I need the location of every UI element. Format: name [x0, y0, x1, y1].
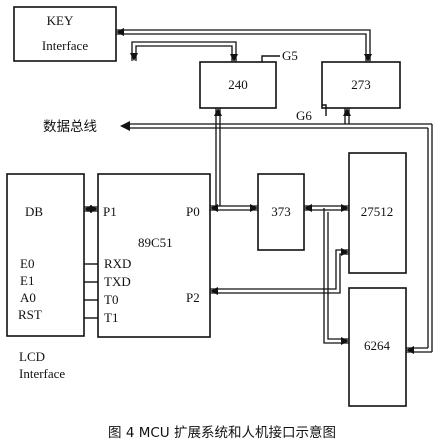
lcd-pin-a0: A0 — [20, 290, 36, 305]
arrow-27512-p2 — [341, 248, 349, 256]
g5-label: G5 — [282, 48, 298, 63]
lcd-pin-db: DB — [25, 204, 43, 219]
chip-27512-label: 27512 — [361, 204, 394, 219]
lcd-pin-e1: E1 — [20, 273, 34, 288]
arrow-240-top — [230, 54, 238, 62]
mcu-port-p1: P1 — [103, 204, 117, 219]
arrow-273-bottom — [343, 108, 351, 116]
chip-373-box — [257, 173, 305, 251]
bus-373-6264-outer — [323, 208, 349, 344]
chip-6264-label: 6264 — [364, 338, 391, 353]
chip-273-label: 273 — [351, 77, 371, 92]
g6-line — [322, 104, 327, 116]
data-bus-label: 数据总线 — [43, 119, 97, 135]
arrow-p2 — [210, 287, 218, 295]
arrow-373-right — [304, 204, 312, 212]
chip-373-label: 373 — [271, 204, 291, 219]
mcu-89c51-box — [97, 173, 211, 338]
arrow-p0 — [210, 204, 218, 212]
bus-key-240-inner — [135, 45, 233, 62]
key-interface-label-2: Interface — [42, 38, 88, 53]
mcu-name: 89C51 — [138, 235, 173, 250]
lcd-label-2: Interface — [19, 366, 65, 381]
bus-key-top-inner — [116, 33, 367, 62]
bus-key-240-outer — [131, 41, 237, 62]
mcu-pin-t0: T0 — [104, 292, 118, 307]
chip-6264-box — [348, 287, 407, 407]
g6-label: G6 — [296, 108, 312, 123]
chip-240-box — [199, 61, 277, 109]
data-bus-arrowhead — [120, 121, 130, 131]
arrow-key-right — [116, 28, 124, 36]
bus-key-top-outer — [116, 29, 371, 62]
mcu-pin-rxd: RXD — [104, 256, 131, 271]
g5-line — [261, 55, 280, 62]
arrow-373-left — [250, 204, 258, 212]
lcd-pin-e0: E0 — [20, 256, 34, 271]
chip-27512-box — [348, 152, 407, 274]
key-interface-box — [13, 6, 117, 62]
mcu-pin-txd: TXD — [104, 274, 131, 289]
arrow-273-top — [364, 54, 372, 62]
chip-273-box — [321, 61, 401, 109]
arrow-27512-left — [341, 204, 349, 212]
lcd-pin-rst: RST — [18, 307, 42, 322]
arrow-p1 — [90, 205, 98, 213]
lcd-interface-box — [6, 173, 85, 337]
mcu-pin-t1: T1 — [104, 310, 118, 325]
mcu-port-p2: P2 — [186, 290, 200, 305]
arrow-240-bottom — [214, 108, 222, 116]
mcu-port-p0: P0 — [186, 204, 200, 219]
lcd-label-1: LCD — [19, 349, 45, 364]
arrow-6264-left — [341, 337, 349, 345]
arrow-6264-right — [406, 346, 414, 354]
key-interface-label-1: KEY — [47, 13, 74, 28]
arrow-key-bottom — [130, 53, 138, 61]
bus-373-6264-inner — [327, 212, 349, 340]
figure-caption: 图 4 MCU 扩展系统和人机接口示意图 — [108, 424, 336, 441]
chip-240-label: 240 — [228, 77, 248, 92]
